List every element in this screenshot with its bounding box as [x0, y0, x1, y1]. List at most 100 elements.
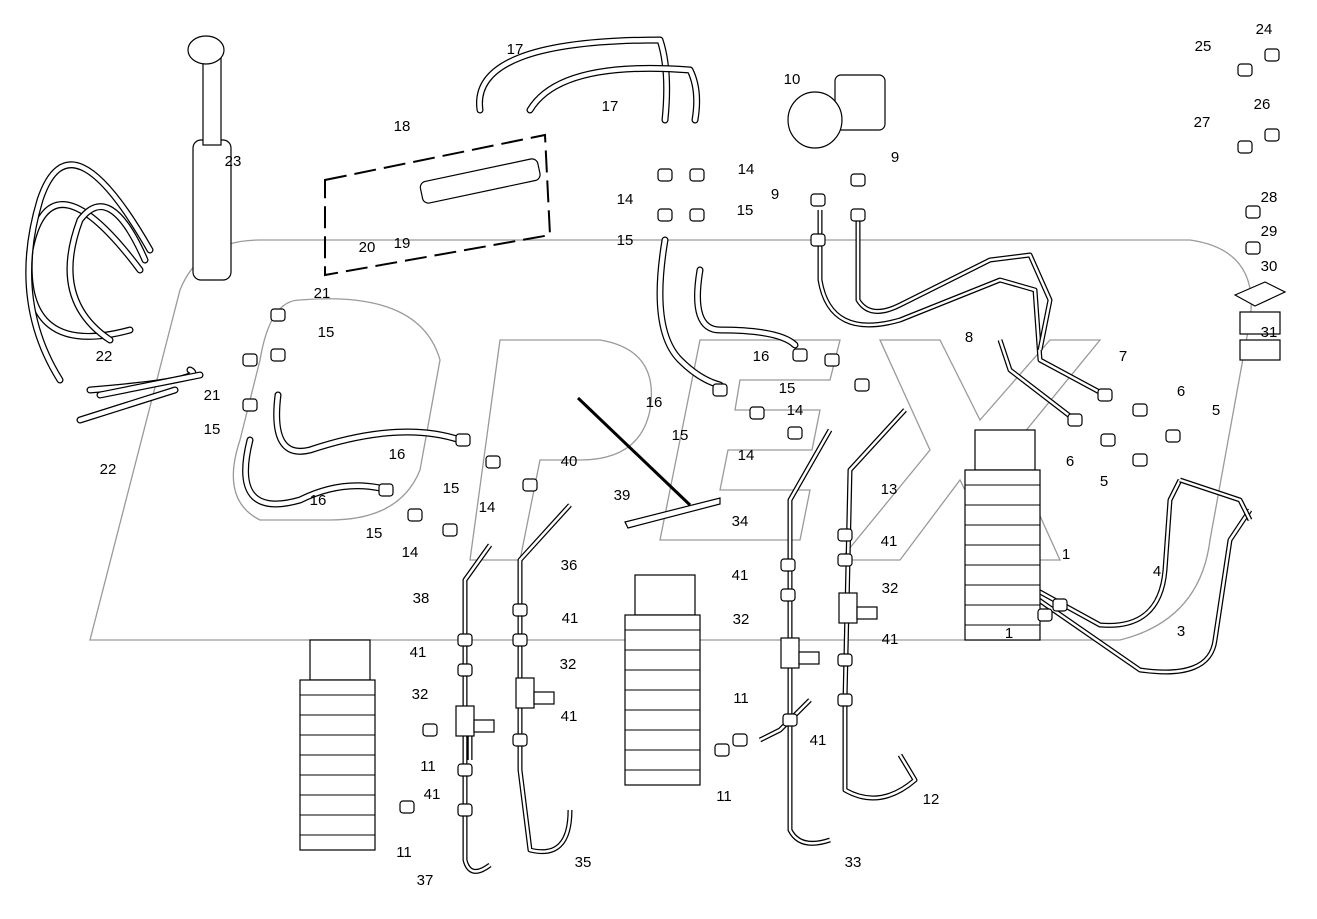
part-label-32: 32 [733, 611, 750, 628]
part-number: 11 [716, 788, 732, 805]
fitting [780, 558, 796, 572]
part-number: 9 [891, 149, 899, 166]
hose-inner [527, 66, 699, 123]
part-label-39: 39 [614, 487, 631, 504]
fitting [485, 455, 501, 469]
part-number: 1 [1062, 546, 1070, 563]
part-number: 11 [733, 690, 749, 707]
part-number: 20 [359, 239, 376, 256]
fitting [455, 433, 471, 447]
part-label-14: 14 [738, 161, 755, 178]
part-label-10: 10 [784, 71, 801, 88]
fitting [378, 483, 394, 497]
fitting [780, 588, 796, 602]
fitting [1245, 205, 1261, 219]
part-number: 14 [617, 191, 634, 208]
cable-tie [576, 396, 692, 507]
part-label-38: 38 [413, 590, 430, 607]
part-number: 22 [96, 348, 113, 365]
fitting [1132, 403, 1148, 417]
hose-comb [624, 497, 721, 529]
part-label-41: 41 [881, 533, 898, 550]
part-label-20: 20 [359, 239, 376, 256]
part-label-15: 15 [204, 421, 221, 438]
part-number: 37 [417, 872, 434, 889]
part-number: 30 [1261, 258, 1278, 275]
fitting [1037, 608, 1053, 622]
fitting [1052, 598, 1068, 612]
part-label-15: 15 [617, 232, 634, 249]
part-number: 34 [732, 513, 749, 530]
hydraulic-hoses [25, 36, 1253, 874]
fitting [457, 763, 473, 777]
part-label-14: 14 [738, 447, 755, 464]
tee-branch [798, 651, 820, 665]
fitting [512, 603, 528, 617]
part-label-41: 41 [424, 786, 441, 803]
fitting [850, 208, 866, 222]
part-number: 26 [1254, 96, 1271, 113]
part-number: 15 [318, 324, 335, 341]
part-number: 1 [1005, 625, 1013, 642]
part-number: 23 [225, 153, 242, 170]
control-valve-block [299, 679, 376, 851]
hose-inner [77, 387, 178, 423]
part-number: 11 [396, 844, 412, 861]
fitting [787, 426, 803, 440]
part-number: 21 [314, 285, 331, 302]
fitting [1237, 140, 1253, 154]
components [187, 35, 1287, 851]
tee-fitting [455, 705, 475, 737]
part-label-14: 14 [402, 544, 419, 561]
fitting [242, 353, 258, 367]
part-number: 14 [738, 447, 755, 464]
part-label-31: 31 [1261, 324, 1278, 341]
part-label-22: 22 [96, 348, 113, 365]
fitting [837, 528, 853, 542]
part-label-32: 32 [560, 656, 577, 673]
part-label-15: 15 [318, 324, 335, 341]
part-number: 36 [561, 557, 578, 574]
part-number: 10 [784, 71, 801, 88]
part-number: 11 [420, 758, 436, 775]
part-number: 13 [881, 481, 898, 498]
control-valve-head [309, 639, 371, 681]
tee-fitting [515, 677, 535, 709]
part-number: 21 [204, 387, 221, 404]
part-label-34: 34 [732, 513, 749, 530]
part-label-11: 11 [420, 758, 436, 775]
part-number: 25 [1195, 38, 1212, 55]
part-number: 15 [204, 421, 221, 438]
fitting [657, 208, 673, 222]
tee-branch [856, 606, 878, 620]
fitting [1067, 413, 1083, 427]
part-label-9: 9 [891, 149, 899, 166]
part-label-30: 30 [1261, 258, 1278, 275]
fitting [1264, 48, 1280, 62]
part-label-12: 12 [923, 791, 940, 808]
part-label-26: 26 [1254, 96, 1271, 113]
hose-inner [695, 267, 798, 348]
hose-inner [26, 162, 153, 383]
fitting [1245, 241, 1261, 255]
tube [855, 210, 1053, 351]
fitting [522, 478, 538, 492]
part-label-27: 27 [1194, 114, 1211, 131]
part-number: 7 [1119, 348, 1127, 365]
part-label-1: 1 [1005, 625, 1013, 642]
tube-inner [1179, 478, 1252, 521]
fitting [399, 800, 415, 814]
fitting [270, 348, 286, 362]
control-valve-block [964, 469, 1041, 641]
part-label-32: 32 [412, 686, 429, 703]
part-label-4: 4 [1153, 563, 1161, 580]
part-label-16: 16 [646, 394, 663, 411]
part-number: 19 [394, 235, 411, 252]
part-label-11: 11 [716, 788, 732, 805]
part-number: 15 [779, 380, 796, 397]
part-number: 12 [923, 791, 940, 808]
clamp-plate [1233, 281, 1287, 307]
fitting [457, 663, 473, 677]
